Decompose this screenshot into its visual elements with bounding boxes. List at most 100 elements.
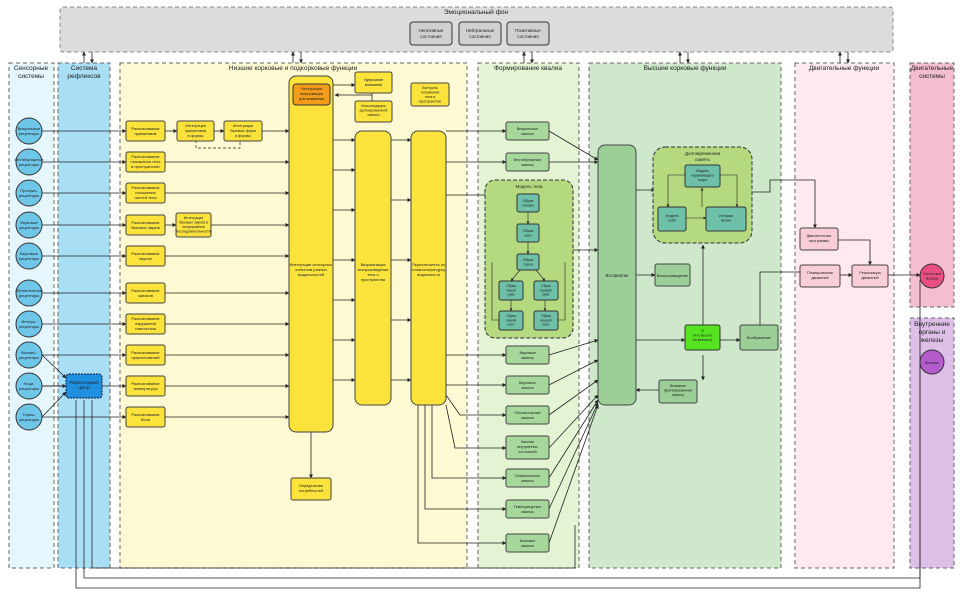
sensor-noci: Ноци-рецепторы xyxy=(15,372,43,400)
qualia-title: Формирование квалиа xyxy=(494,65,562,72)
svg-text:Железы: Железы xyxy=(925,361,939,365)
motor-title: Двигательные функции xyxy=(809,65,880,72)
emotional-title: Эмоциональный фон xyxy=(444,8,509,16)
lower-title: Низшие корковые и подкорковые функции xyxy=(229,65,358,72)
svg-text:Механо-рецепторы: Механо-рецепторы xyxy=(19,350,39,360)
imagination-node: Воображение xyxy=(739,324,779,351)
higher-title: Высшие корковые функции xyxy=(644,65,727,72)
svg-text:Модель тела: Модель тела xyxy=(516,184,543,189)
svg-text:Термо-рецепторы: Термо-рецепторы xyxy=(19,412,39,422)
motor-functions-column xyxy=(794,62,895,569)
emotion-links xyxy=(82,51,850,64)
glands-node: Железы xyxy=(919,349,945,375)
sensor-proprio: Проприо-рецепторы xyxy=(15,179,43,207)
svg-text:Восприятие: Восприятие xyxy=(605,273,629,278)
